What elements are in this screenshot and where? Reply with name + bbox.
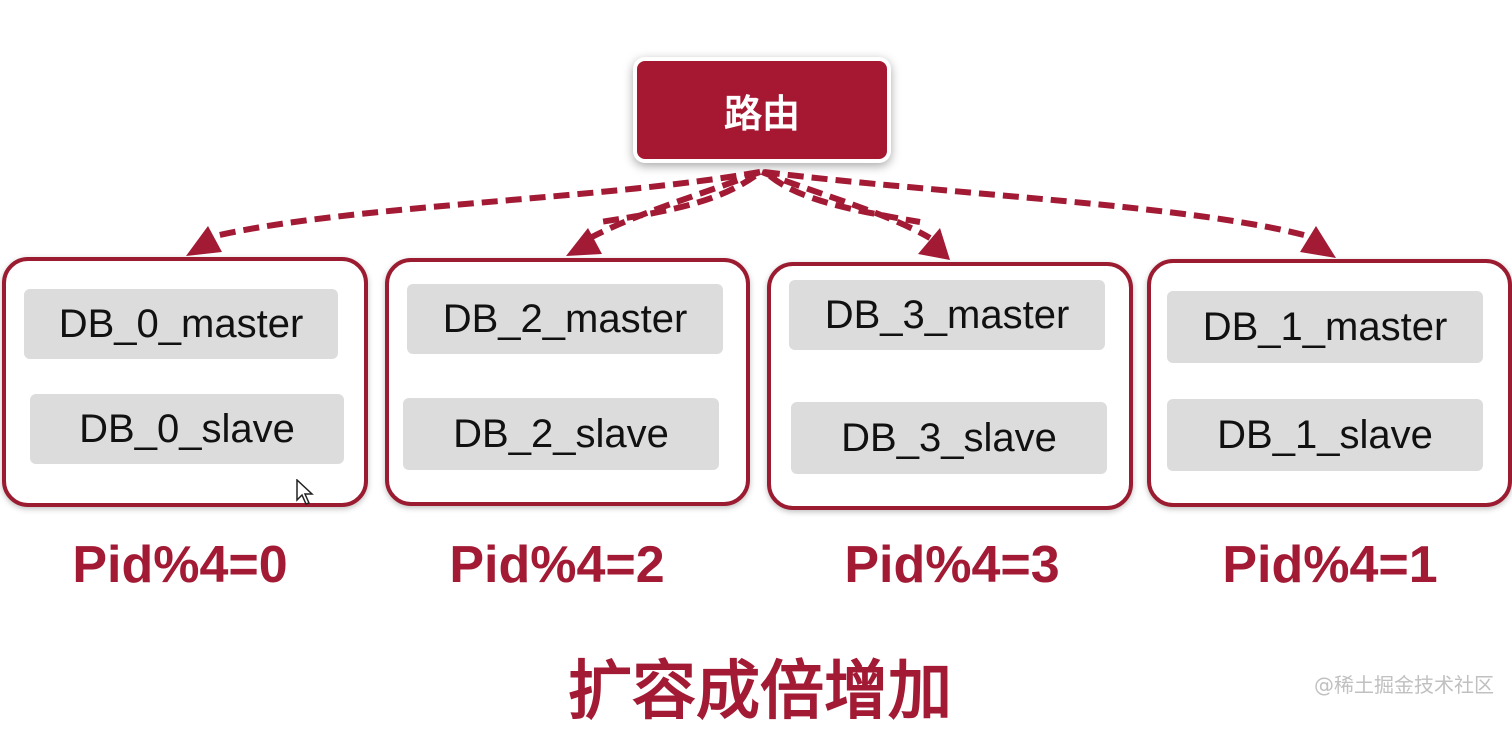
arrowhead-group-3 xyxy=(1300,226,1336,258)
arrow-to-group-3 xyxy=(763,169,1316,241)
arrowhead-group-2 xyxy=(918,228,950,260)
db-group-0: DB_0_master DB_0_slave xyxy=(2,257,368,507)
arrow-to-group-0 xyxy=(214,169,761,239)
db-slave-node: DB_1_slave xyxy=(1167,399,1483,471)
arrowhead-group-1 xyxy=(566,228,602,256)
router-node: 路由 xyxy=(633,57,891,163)
db-master-node: DB_1_master xyxy=(1167,291,1483,363)
db-slave-node: DB_3_slave xyxy=(791,402,1107,474)
router-label: 路由 xyxy=(723,91,800,136)
mouse-cursor-icon xyxy=(296,479,314,505)
formula-group-2: Pid%4=3 xyxy=(844,536,1060,594)
db-slave-node: DB_0_slave xyxy=(30,394,344,464)
db-group-2: DB_3_master DB_3_slave xyxy=(767,262,1133,510)
arrow-to-group-1b xyxy=(599,173,757,225)
arrow-to-group-1 xyxy=(588,169,762,241)
db-group-1: DB_2_master DB_2_slave xyxy=(385,258,750,506)
db-master-node: DB_0_master xyxy=(24,289,338,359)
arrowhead-group-0 xyxy=(186,226,222,256)
db-group-3: DB_1_master DB_1_slave xyxy=(1147,259,1512,507)
formula-group-3: Pid%4=1 xyxy=(1222,536,1438,594)
db-master-node: DB_2_master xyxy=(407,284,723,354)
caption: 扩容成倍增加 xyxy=(568,655,952,729)
arrow-to-group-2 xyxy=(760,169,932,241)
watermark: @稀土掘金技术社区 xyxy=(1314,673,1494,697)
db-master-node: DB_3_master xyxy=(789,280,1105,350)
formula-group-1: Pid%4=2 xyxy=(449,536,665,594)
arrow-to-group-2b xyxy=(768,173,921,225)
formula-group-0: Pid%4=0 xyxy=(72,536,288,594)
db-slave-node: DB_2_slave xyxy=(403,398,719,470)
